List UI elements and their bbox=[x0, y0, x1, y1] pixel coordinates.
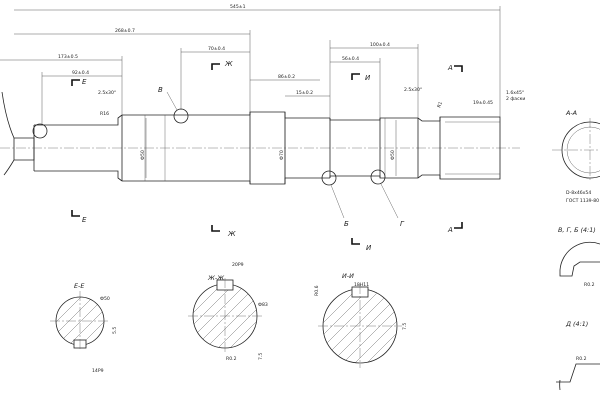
e-dia: Ф50 bbox=[100, 296, 110, 302]
dim-92: 92±0.4 bbox=[72, 70, 89, 76]
label-v: В bbox=[158, 86, 163, 94]
cut-label-zh-top: Ж bbox=[224, 60, 233, 68]
cut-label-i-bottom: И bbox=[366, 244, 372, 252]
cut-markers: Е Е Ж Ж И И А А bbox=[71, 60, 463, 252]
dim-173: 173±0.5 bbox=[58, 54, 78, 60]
dia-left: Ф50 bbox=[140, 150, 146, 160]
dim-chamfer-right: 2.5x30° bbox=[404, 87, 422, 93]
dim-19: 19±0.45 bbox=[473, 100, 493, 106]
dim-chamfer-end: 1.6x45° bbox=[506, 90, 524, 96]
dim-56: 56±0.4 bbox=[342, 56, 359, 62]
section-i-title: И-И bbox=[342, 272, 354, 280]
cut-label-a-top: А bbox=[447, 64, 453, 72]
cut-label-e-bottom: Е bbox=[82, 216, 87, 224]
detail-circle-g bbox=[370, 169, 386, 185]
e-key: 14P9 bbox=[92, 368, 104, 374]
detail-circle-b bbox=[321, 170, 337, 186]
zh-key: 20P9 bbox=[232, 262, 244, 268]
detail-circle-left bbox=[32, 123, 48, 139]
cut-label-i-top: И bbox=[365, 74, 371, 82]
dim-86: 86±0.2 bbox=[278, 74, 295, 80]
section-a-title: А-А bbox=[565, 109, 577, 117]
i-r06: R0.6 bbox=[314, 285, 320, 296]
i-key: 18H11 bbox=[354, 282, 369, 288]
a-spline: D-8x46x54 bbox=[566, 190, 591, 196]
zh-dia: Ф83 bbox=[258, 302, 268, 308]
top-dimensions: 545±1 268±0.7 173±0.5 92±0.4 70±0.4 86±0… bbox=[0, 4, 525, 125]
detail-circle-v bbox=[173, 108, 189, 124]
detail-d-title: Д (4:1) bbox=[565, 320, 588, 328]
shaft-outline bbox=[1, 91, 501, 185]
label-g: Г bbox=[400, 220, 405, 228]
dim-overall: 545±1 bbox=[230, 4, 246, 10]
cut-label-a-bottom: А bbox=[447, 226, 453, 234]
dim-100: 100±0.4 bbox=[370, 42, 390, 48]
section-a-a: А-А D-8x46x54 ГОСТ 1139-80 bbox=[552, 109, 600, 204]
detail-vgb-title: В, Г, Б (4:1) bbox=[558, 226, 596, 234]
d-r: R0.2 bbox=[576, 356, 587, 362]
zh-r02: R0.2 bbox=[226, 356, 237, 362]
e-depth: 5.5 bbox=[112, 327, 118, 334]
zh-depth: 7.5 bbox=[258, 353, 264, 360]
section-e-e-title: Е-Е bbox=[74, 282, 85, 290]
cut-label-e-top: Е bbox=[82, 78, 87, 86]
dim-r-left: R16 bbox=[100, 111, 109, 117]
dim-chamfer-left: 2.5x30° bbox=[98, 90, 116, 96]
dim-r-end: R1 bbox=[436, 101, 444, 109]
vgb-r: R0.2 bbox=[584, 282, 595, 288]
dim-facets: 2 фаски bbox=[506, 96, 525, 102]
a-gost: ГОСТ 1139-80 bbox=[566, 198, 599, 204]
label-b: Б bbox=[344, 220, 349, 228]
cut-label-zh-bottom: Ж bbox=[227, 230, 236, 238]
section-e-e: Е-Е Ф50 5.5 14P9 bbox=[50, 282, 118, 374]
section-i-i: И-И 18H11 R0.6 7.5 bbox=[314, 272, 408, 368]
dim-70: 70±0.4 bbox=[208, 46, 225, 52]
i-depth: 7.5 bbox=[402, 323, 408, 330]
section-zh-zh: Ж-Ж 20P9 Ф83 7.5 R0.2 bbox=[188, 262, 268, 362]
section-zh-title: Ж-Ж bbox=[207, 274, 225, 282]
detail-vgb: В, Г, Б (4:1) R0.2 bbox=[558, 226, 600, 288]
detail-d: Д (4:1) R0.2 bbox=[556, 320, 600, 391]
diameter-dimensions: Ф50 Ф70 Ф50 bbox=[140, 114, 397, 182]
dia-mid: Ф70 bbox=[279, 150, 285, 160]
dim-268: 268±0.7 bbox=[115, 28, 135, 34]
dia-right: Ф50 bbox=[390, 150, 396, 160]
detail-labels: В Б Г bbox=[158, 86, 405, 228]
dim-15: 15±0.2 bbox=[296, 90, 313, 96]
